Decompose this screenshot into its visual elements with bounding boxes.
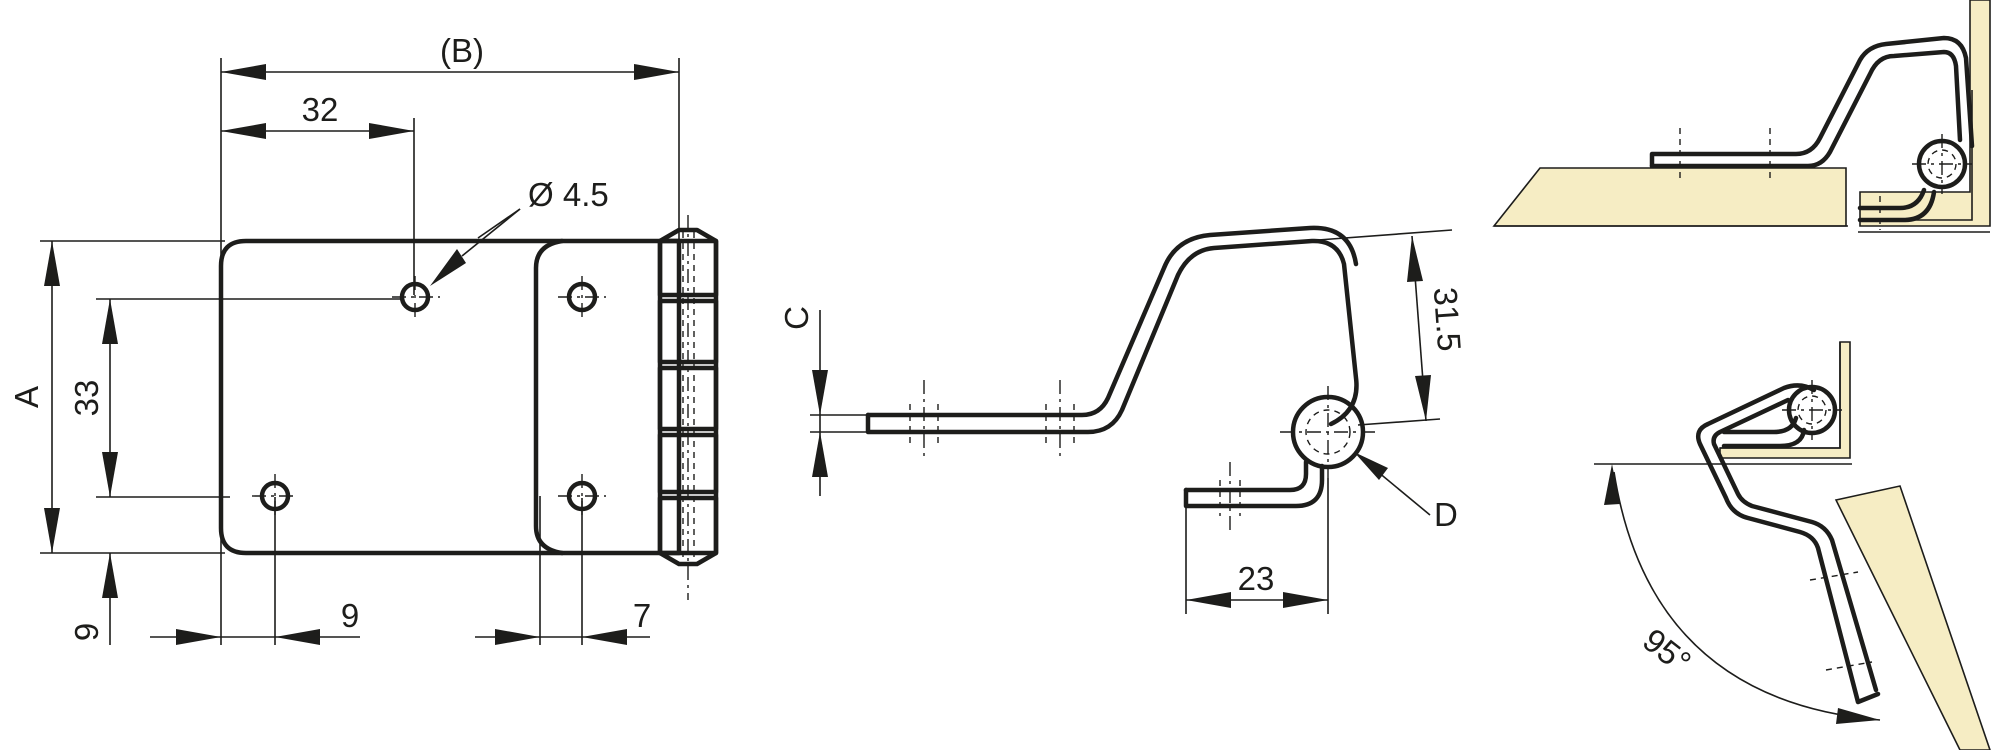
knuckle-barrel xyxy=(657,215,719,600)
side-view: C 31.5 D 23 xyxy=(778,225,1468,614)
mounting-holes xyxy=(252,276,606,518)
hinge-lower-leaf-profile xyxy=(1183,459,1309,493)
label-hole-spacing-horizontal: 32 xyxy=(302,91,339,128)
label-leaf-offset: 23 xyxy=(1238,560,1275,597)
label-knuckle-height: 31.5 xyxy=(1427,286,1468,353)
open-door-panel xyxy=(1834,485,1991,750)
dimension-thickness: C xyxy=(778,306,868,496)
dimension-edge-offset-left: 9 xyxy=(150,597,360,645)
label-height: A xyxy=(8,386,45,408)
label-opening-angle: 95° xyxy=(1636,621,1698,681)
label-hole-diameter: Ø 4.5 xyxy=(528,176,609,213)
label-edge-offset-right: 7 xyxy=(633,597,651,634)
dimension-edge-offset-bottom: 9 xyxy=(68,553,118,645)
label-knuckle: D xyxy=(1434,496,1458,533)
dimension-height: A xyxy=(8,241,60,553)
label-thickness: C xyxy=(778,306,815,330)
dimension-overall-width: (B) xyxy=(221,32,679,80)
hinge-leaf-outline xyxy=(218,238,682,556)
label-edge-offset-left: 9 xyxy=(341,597,359,634)
closed-panel xyxy=(1492,167,1847,227)
front-view: (B) 32 Ø 4.5 A 33 xyxy=(8,32,719,645)
dimension-knuckle-height: 31.5 xyxy=(1317,229,1468,426)
label-edge-offset-bottom: 9 xyxy=(68,623,105,641)
label-overall-width: (B) xyxy=(440,32,484,69)
mounted-open-view: 95° xyxy=(1594,341,1991,750)
dimension-hole-spacing-horizontal: 32 xyxy=(221,91,414,139)
label-hole-spacing-vertical: 33 xyxy=(68,380,105,417)
closed-frame xyxy=(1859,0,1991,227)
dimension-leaf-offset: 23 xyxy=(1185,478,1329,614)
knuckle-callout: D xyxy=(1354,452,1458,533)
mounted-closed-view xyxy=(1492,0,1991,233)
hinge-leaf-profile xyxy=(865,238,1359,435)
dimension-edge-offset-right: 7 xyxy=(475,597,651,645)
hinge-second-leaf xyxy=(533,238,565,556)
dimension-hole-spacing-vertical: 33 xyxy=(68,299,118,497)
hole-diameter-callout: Ø 4.5 xyxy=(430,176,609,286)
